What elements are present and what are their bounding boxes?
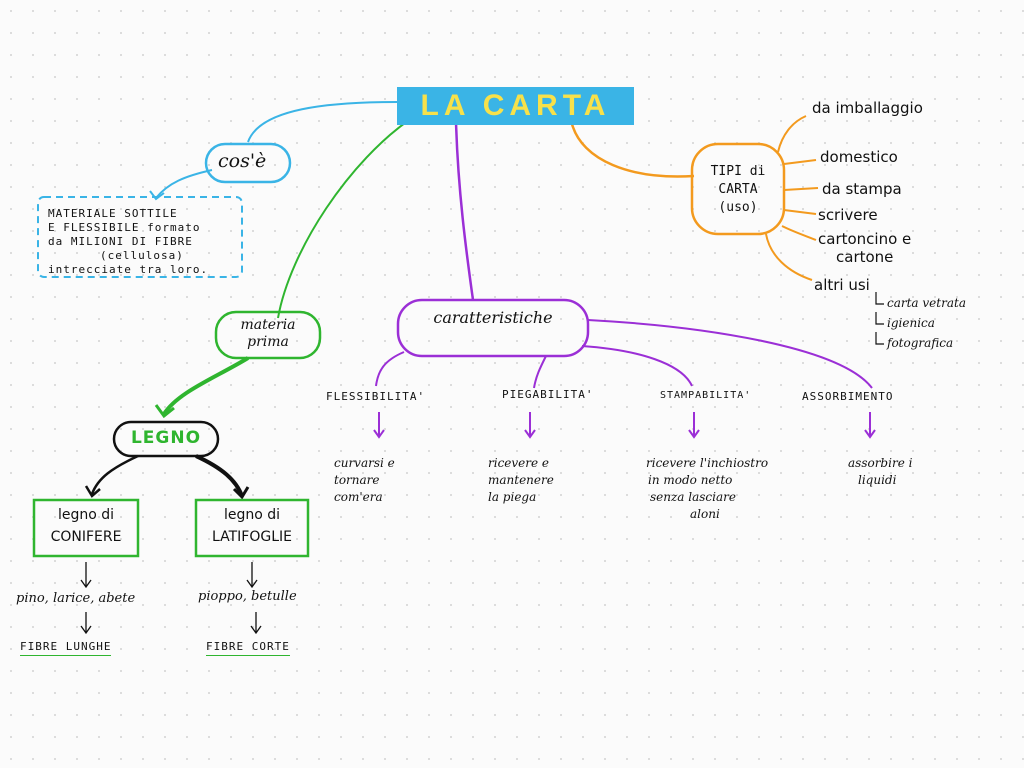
connector-title-caratteristiche bbox=[454, 121, 475, 301]
connector-materia-legno bbox=[162, 356, 250, 416]
legno-label: LEGNO bbox=[130, 428, 202, 448]
tipi-label-1: TIPI di bbox=[710, 164, 766, 179]
materia-label-2: prima bbox=[247, 334, 289, 350]
tipi-item-altri-usi: altri usi bbox=[814, 276, 870, 294]
arrow-conifere-fibre bbox=[80, 612, 92, 635]
connector-stampa bbox=[783, 187, 819, 191]
tipi-item-cartone: cartone bbox=[836, 248, 894, 266]
legno-node-outline bbox=[112, 420, 220, 458]
connector-legno-conifere bbox=[90, 454, 139, 495]
altri-usi-carta-vetrata: carta vetrata bbox=[887, 296, 966, 310]
tipi-label-3: (uso) bbox=[718, 200, 758, 215]
materia-label-1: materia bbox=[240, 317, 296, 333]
definition-line-1: MATERIALE SOTTILE bbox=[48, 207, 178, 220]
arrow-flessibilita bbox=[373, 412, 385, 439]
conifere-fibre: FIBRE LUNGHE bbox=[20, 640, 112, 657]
title-text: LA CARTA bbox=[420, 89, 611, 122]
conifere-examples: pino, larice, abete bbox=[16, 591, 136, 606]
assorbimento-label: ASSORBIMENTO bbox=[802, 390, 894, 403]
definition-line-2: E FLESSIBILE formato bbox=[48, 221, 201, 234]
altri-usi-igienica: igienica bbox=[887, 316, 935, 330]
connector-stampabilita bbox=[581, 345, 693, 387]
connector-legno-latifoglie bbox=[195, 454, 244, 497]
connector-imballaggio bbox=[777, 115, 807, 153]
arrow-latifoglie-fibre bbox=[250, 612, 262, 635]
latifoglie-node-outline bbox=[194, 498, 310, 558]
tipi-label-2: CARTA bbox=[718, 182, 758, 197]
tipi-item-imballaggio: da imballaggio bbox=[812, 99, 923, 117]
stampabilita-desc-4: aloni bbox=[690, 507, 720, 521]
arrow-conifere-examples bbox=[80, 562, 92, 589]
bracket-fotografica bbox=[875, 332, 884, 345]
bracket-igienica bbox=[875, 312, 884, 325]
arrow-assorbimento bbox=[864, 412, 876, 439]
connector-cose-definition bbox=[155, 169, 213, 199]
altri-usi-fotografica: fotografica bbox=[887, 336, 954, 350]
latifoglie-fibre: FIBRE CORTE bbox=[206, 640, 290, 657]
caratteristiche-label: caratteristiche bbox=[433, 308, 553, 327]
title-node: LA CARTA bbox=[397, 87, 634, 125]
flessibilita-desc-1: curvarsi e bbox=[334, 456, 395, 470]
piegabilita-desc-2: mantenere bbox=[488, 473, 554, 487]
arrow-piegabilita bbox=[524, 412, 536, 439]
connector-altri-usi bbox=[765, 233, 813, 281]
connector-assorbimento bbox=[587, 319, 873, 389]
connector-title-tipi bbox=[570, 123, 695, 178]
arrow-latifoglie-examples bbox=[246, 562, 258, 589]
arrowhead-definition bbox=[149, 190, 165, 201]
cose-node-outline bbox=[204, 142, 292, 184]
caratteristiche-node-outline bbox=[396, 298, 590, 358]
materia-node-outline bbox=[214, 310, 322, 360]
arrowhead-legno bbox=[154, 404, 175, 419]
stampabilita-desc-1: ricevere l'inchiostro bbox=[646, 456, 769, 470]
tipi-item-stampa: da stampa bbox=[822, 180, 902, 198]
stampabilita-desc-2: in modo netto bbox=[648, 473, 733, 487]
stampabilita-desc-3: senza lasciare bbox=[650, 490, 736, 504]
connector-title-cose bbox=[247, 101, 399, 143]
latifoglie-examples: pioppo, betulle bbox=[198, 589, 297, 604]
conifere-label-2: CONIFERE bbox=[50, 529, 122, 545]
connector-domestico bbox=[783, 159, 817, 165]
cose-label: cos'è bbox=[218, 150, 267, 172]
latifoglie-label-2: LATIFOGLIE bbox=[212, 529, 292, 545]
connector-flessibilita bbox=[375, 351, 405, 387]
tipi-item-scrivere: scrivere bbox=[818, 206, 878, 224]
arrowhead-latifoglie bbox=[232, 486, 250, 500]
tipi-item-cartoncino: cartoncino e bbox=[818, 230, 912, 248]
definition-line-3: da MILIONI DI FIBRE bbox=[48, 235, 193, 248]
arrow-stampabilita bbox=[688, 412, 700, 439]
tipi-item-domestico: domestico bbox=[820, 148, 898, 166]
assorbimento-desc-1: assorbire i bbox=[848, 456, 913, 470]
conifere-label-1: legno di bbox=[57, 507, 115, 523]
definition-line-4: (cellulosa) bbox=[100, 249, 184, 262]
connector-scrivere bbox=[783, 209, 817, 215]
arrowhead-conifere bbox=[84, 485, 101, 498]
connector-title-materia bbox=[277, 117, 413, 319]
latifoglie-label-1: legno di bbox=[223, 507, 281, 523]
piegabilita-desc-3: la piega bbox=[488, 490, 537, 504]
flessibilita-desc-2: tornare bbox=[334, 473, 380, 487]
definition-line-5: intrecciate tra loro. bbox=[48, 263, 209, 276]
connector-cartoncino bbox=[781, 225, 817, 241]
assorbimento-desc-2: liquidi bbox=[858, 473, 897, 487]
piegabilita-desc-1: ricevere e bbox=[488, 456, 550, 470]
piegabilita-label: PIEGABILITA' bbox=[502, 388, 594, 401]
flessibilita-desc-3: com'era bbox=[334, 490, 383, 504]
connector-piegabilita bbox=[533, 355, 547, 389]
definition-outline bbox=[37, 196, 243, 278]
flessibilita-label: FLESSIBILITA' bbox=[326, 390, 426, 403]
bracket-carta-vetrata bbox=[875, 292, 884, 305]
stampabilita-label: STAMPABILITA' bbox=[660, 390, 752, 401]
conifere-node-outline bbox=[32, 498, 140, 558]
